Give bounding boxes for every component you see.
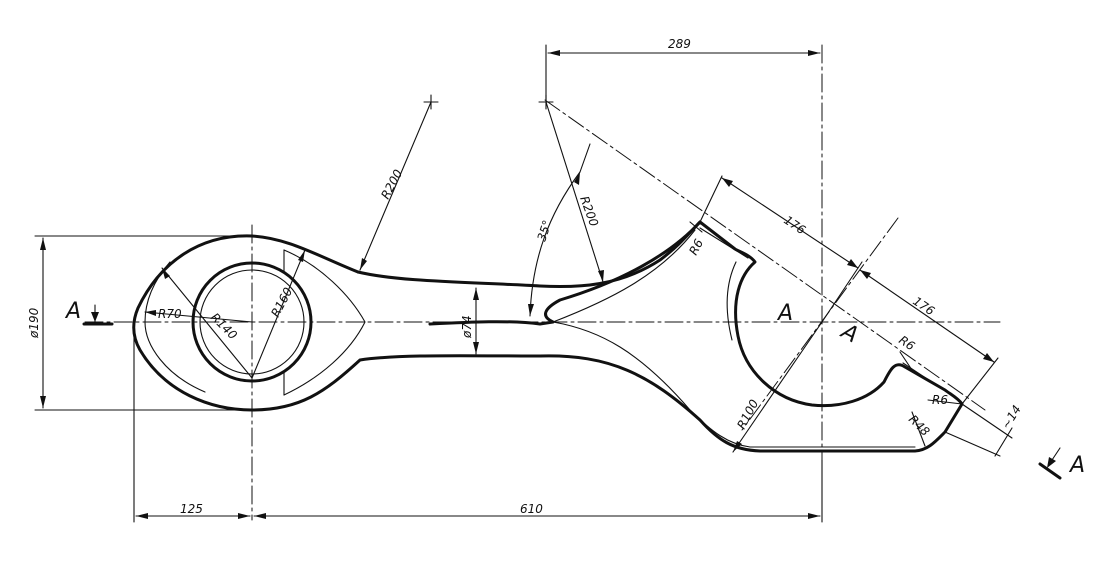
angle-35: 35°: [535, 218, 555, 243]
radius-r6-bottom: R6: [932, 393, 948, 407]
dim-176-upper: 176: [781, 213, 808, 238]
boss-outer-circle: [191, 261, 313, 383]
center-lines: [84, 44, 1001, 521]
dim-approx-14: ~14: [999, 403, 1024, 432]
part-outline: [132, 220, 964, 453]
radius-r140: R140: [208, 310, 240, 342]
radius-r6-top: R6: [686, 236, 706, 257]
outer-contour: [132, 220, 964, 453]
section-a-right: A: [1068, 453, 1085, 478]
dia-74: ø74: [460, 315, 474, 339]
left-boss: [191, 261, 313, 383]
radius-r70: R70: [158, 307, 182, 321]
dim-176-lower: 176: [910, 294, 937, 319]
boss-inner-circle: [199, 269, 305, 375]
radius-r48: R48: [906, 412, 933, 439]
center-marks: [423, 94, 554, 110]
dimension-lines: [34, 44, 1062, 523]
section-a-left: A: [64, 299, 81, 324]
dim-125: 125: [180, 502, 203, 516]
inclined-center-line: [544, 99, 986, 411]
dim-610: 610: [520, 502, 543, 516]
radius-r160: R160: [268, 285, 295, 319]
radius-r6-mid: R6: [896, 333, 917, 354]
dimension-labels: 289 125 610 ø190 ø74 176 176 ~14 R70 R14…: [27, 37, 1085, 516]
radius-r100: R100: [734, 397, 761, 431]
radius-r200-left: R200: [378, 167, 405, 201]
section-a-center-2: A: [835, 318, 862, 348]
dim-289: 289: [668, 37, 691, 51]
dia-190: ø190: [27, 307, 41, 339]
section-a-center-1: A: [776, 301, 793, 326]
